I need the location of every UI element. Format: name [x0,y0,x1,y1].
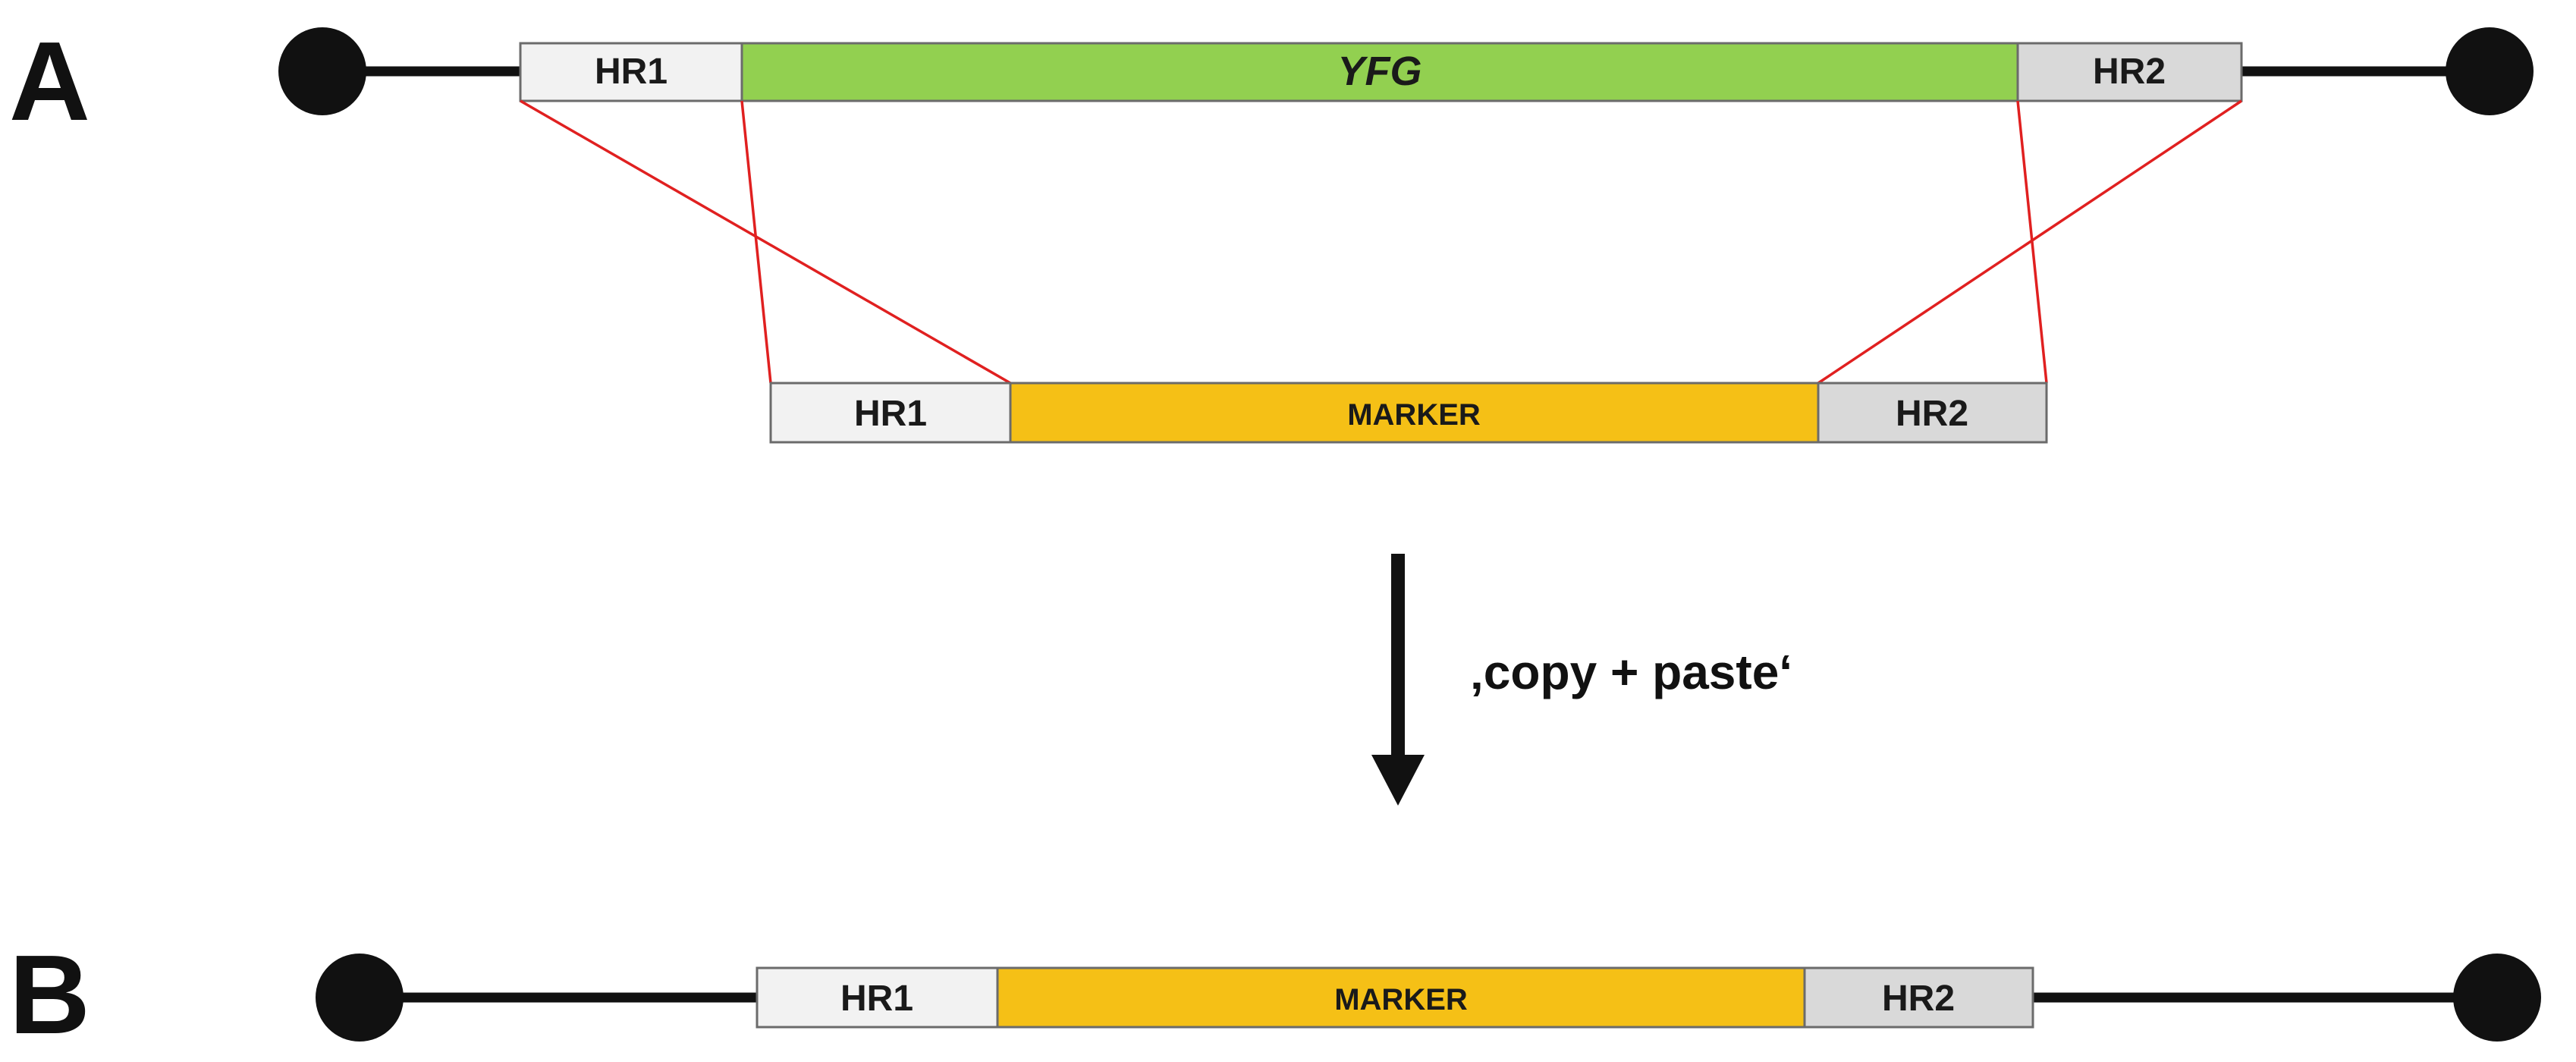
chromosome-b: HR1 MARKER HR2 [316,954,2541,1042]
chromosome-b-right-telomere [2453,954,2541,1042]
chromosome-b-hr2-box [1803,966,2034,1029]
chromosome-a-right-telomere [2446,27,2534,115]
crossover-lines [520,99,2242,385]
chromosome-b-hr1-label: HR1 [840,979,913,1019]
chromosome-a-yfg-label: YFG [1337,49,1422,94]
cassette-hr1-label: HR1 [854,394,927,434]
chromosome-a: HR1 YFG HR2 [278,27,2534,115]
transition-arrow: ‚copy + paste‘ [1371,554,1792,806]
crossover-line-2 [740,100,772,384]
cassette-marker-box [1009,382,1820,444]
arrow-head-icon [1371,755,1425,806]
crossover-line-1 [520,99,1011,385]
crossover-line-4 [1817,99,2242,385]
panel-b-letter: B [9,932,90,1057]
chromosome-b-marker-label: MARKER [1334,983,1468,1016]
chromosome-a-hr2-label: HR2 [2093,52,2166,92]
cassette-hr2-box [1817,382,2048,444]
chromosome-b-left-telomere [316,954,404,1042]
cassette-hr2-label: HR2 [1896,394,1968,434]
chromosome-b-hr2-label: HR2 [1882,979,1955,1019]
chromosome-a-left-telomere [278,27,366,115]
marker-cassette: HR1 MARKER HR2 [769,382,2048,444]
chromosome-a-hr2-box [2016,42,2243,102]
chromosome-b-hr1-box [756,966,999,1029]
panel-a-letter: A [9,19,90,144]
chromosome-a-yfg-box [740,42,2019,102]
copy-paste-label: ‚copy + paste‘ [1470,645,1792,699]
chromosome-b-marker-box [996,966,1806,1029]
cassette-marker-label: MARKER [1347,398,1481,432]
chromosome-a-hr1-label: HR1 [595,52,668,92]
